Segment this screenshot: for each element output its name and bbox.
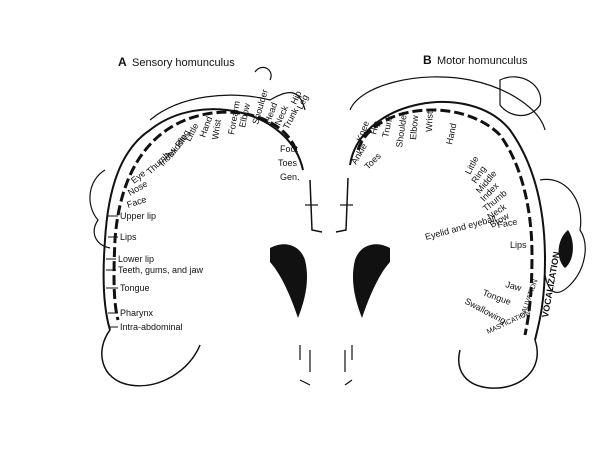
sensory-label-lower-lip: Lower lip <box>118 254 154 264</box>
sensory-label-teeth: Teeth, gums, and jaw <box>118 265 204 275</box>
sensory-label-pharynx: Pharynx <box>120 308 154 318</box>
sensory-body-sketch <box>149 92 306 121</box>
motor-dashed-arc <box>356 108 534 336</box>
motor-temporal-lobe <box>458 339 538 389</box>
motor-label-hip: Hip <box>368 120 381 136</box>
sensory-toe-sketch <box>254 66 272 81</box>
motor-lateral-labels: Eyelid and eyeball Face Lips Jaw Tongue … <box>424 213 527 326</box>
sensory-arc-labels: Trunk Neck Head Shoulder Elbow Forearm W… <box>126 88 301 210</box>
motor-face-sketch <box>539 178 586 293</box>
fissure-right <box>335 177 349 233</box>
sensory-face-sketch <box>89 169 111 249</box>
motor-label-jaw: Jaw <box>504 279 523 293</box>
motor-title: B Motor homunculus <box>423 53 528 67</box>
motor-label-eyelid: Eyelid and eyeball <box>424 213 497 242</box>
motor-label-face: Face <box>497 217 518 230</box>
sensory-title: A Sensory homunculus <box>118 55 235 69</box>
sensory-label-toes: Toes <box>278 158 298 168</box>
motor-mouth <box>558 230 573 268</box>
sensory-dashed-arc <box>112 110 298 321</box>
sensory-cortex-arc <box>102 108 304 331</box>
sensory-letter: A <box>118 55 127 69</box>
motor-arc-labels: Hip Trunk Shoulder Elbow Wrist Hand Litt… <box>368 111 511 230</box>
motor-label-hand: Hand <box>444 122 458 145</box>
sensory-ticks <box>106 215 118 328</box>
motor-label-trunk: Trunk <box>380 114 395 139</box>
motor-body-sketch <box>349 76 546 131</box>
sensory-label-lips: Lips <box>120 232 137 242</box>
sensory-label-gen: Gen. <box>280 172 300 182</box>
right-ventricle <box>352 244 390 318</box>
fissure-left <box>309 179 323 233</box>
motor-hand-sketch <box>499 76 542 117</box>
sensory-label-intra-abdominal: Intra-abdominal <box>120 322 183 332</box>
sensory-label-face: Face <box>126 194 148 210</box>
left-ventricle <box>270 244 308 318</box>
motor-label-elbow: Elbow <box>408 114 420 140</box>
motor-label-shoulder: Shoulder <box>394 111 409 148</box>
motor-cortex-arc <box>349 100 547 341</box>
brain-outline <box>89 66 586 389</box>
sensory-title-text: Sensory homunculus <box>132 57 235 69</box>
motor-letter: B <box>423 53 432 67</box>
motor-title-text: Motor homunculus <box>437 55 528 67</box>
motor-label-toes: Toes <box>362 151 383 172</box>
sensory-lateral-labels: Upper lip Lips Lower lip Teeth, gums, an… <box>118 211 204 332</box>
sensory-label-foot: Foot <box>280 144 299 154</box>
sensory-label-nose: Nose <box>126 179 149 198</box>
sensory-temporal-lobe <box>101 329 201 387</box>
motor-label-wrist: Wrist <box>424 111 435 132</box>
motor-label-tongue: Tongue <box>481 287 512 306</box>
sensory-label-upper-lip: Upper lip <box>120 211 156 221</box>
sensory-label-tongue: Tongue <box>120 283 150 293</box>
motor-label-lips: Lips <box>510 240 527 250</box>
sensory-label-wrist: Wrist <box>210 118 223 140</box>
